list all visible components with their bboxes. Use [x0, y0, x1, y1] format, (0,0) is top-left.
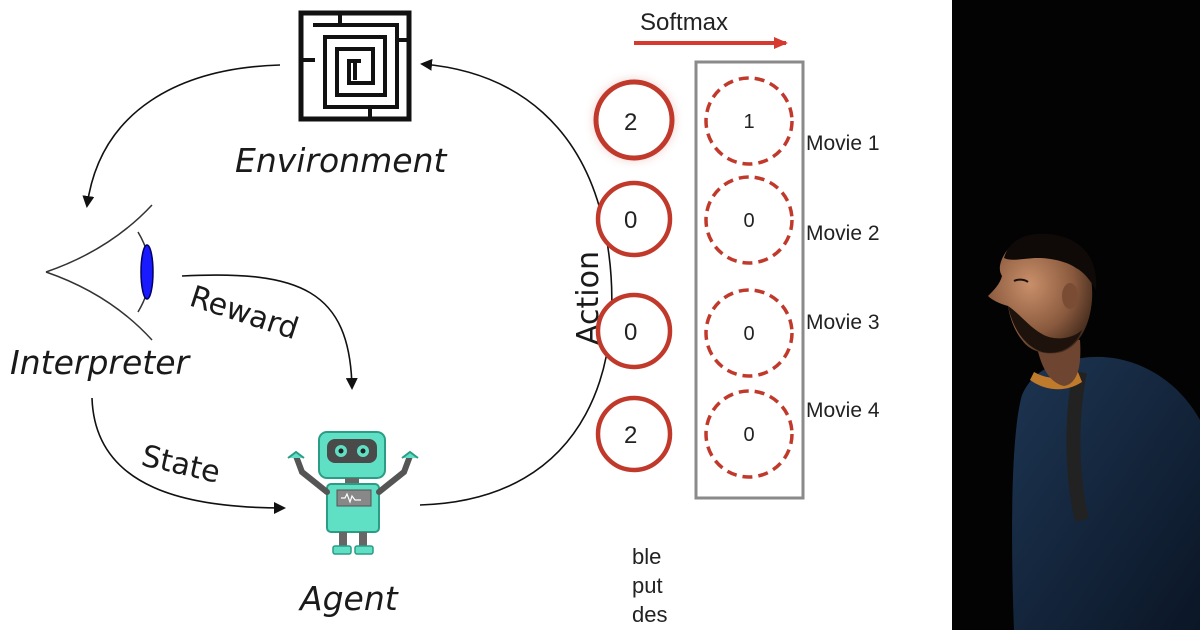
- movie-label: Movie 3: [806, 311, 880, 334]
- reward-label: Reward: [186, 279, 303, 347]
- input-node: 0: [595, 292, 673, 370]
- input-node-value: 2: [624, 422, 637, 449]
- movie-label: Movie 1: [806, 132, 880, 155]
- output-node-value: 0: [743, 323, 754, 345]
- eye-icon: [45, 204, 154, 341]
- person-photo: [952, 0, 1200, 630]
- state-arrow: [91, 397, 286, 514]
- output-layer-box: [694, 60, 805, 500]
- caption-fragment: ble: [632, 544, 661, 569]
- movie-label: Movie 4: [806, 399, 880, 422]
- output-node-value: 0: [743, 424, 754, 446]
- input-node: 2: [593, 79, 675, 161]
- maze-icon: [298, 10, 412, 122]
- output-node: 1: [704, 76, 794, 166]
- rl-loop-svg: Environment Interpreter: [10, 10, 613, 618]
- input-node: 0: [595, 180, 673, 258]
- output-node-value: 1: [743, 111, 754, 133]
- robot-icon: [287, 431, 419, 555]
- caption-fragment: put: [632, 573, 663, 598]
- softmax-diagram: Softmax 2 0 0 2 1 0: [593, 0, 952, 630]
- environment-to-interpreter-arrow: [82, 64, 281, 208]
- movie-label: Movie 2: [806, 222, 880, 245]
- output-node: 0: [704, 175, 794, 265]
- caption-fragment: des: [632, 602, 667, 627]
- input-node-value: 0: [624, 319, 637, 346]
- environment-label: Environment: [235, 141, 447, 180]
- person-profile-photo-icon: [952, 0, 1200, 630]
- softmax-header: Softmax: [640, 9, 728, 36]
- state-label: State: [138, 439, 223, 491]
- input-node: 2: [595, 395, 673, 473]
- softmax-svg: Softmax 2 0 0 2 1 0: [593, 9, 880, 627]
- input-node-value: 2: [624, 109, 637, 136]
- input-node-value: 0: [624, 207, 637, 234]
- agent-label: Agent: [298, 579, 399, 618]
- output-node-value: 0: [743, 210, 754, 232]
- output-node: 0: [704, 389, 794, 479]
- rl-loop-diagram: Environment Interpreter: [10, 10, 613, 618]
- action-arrow: [419, 58, 613, 506]
- output-node: 0: [704, 288, 794, 378]
- interpreter-label: Interpreter: [10, 343, 192, 382]
- reward-arrow: [181, 274, 358, 390]
